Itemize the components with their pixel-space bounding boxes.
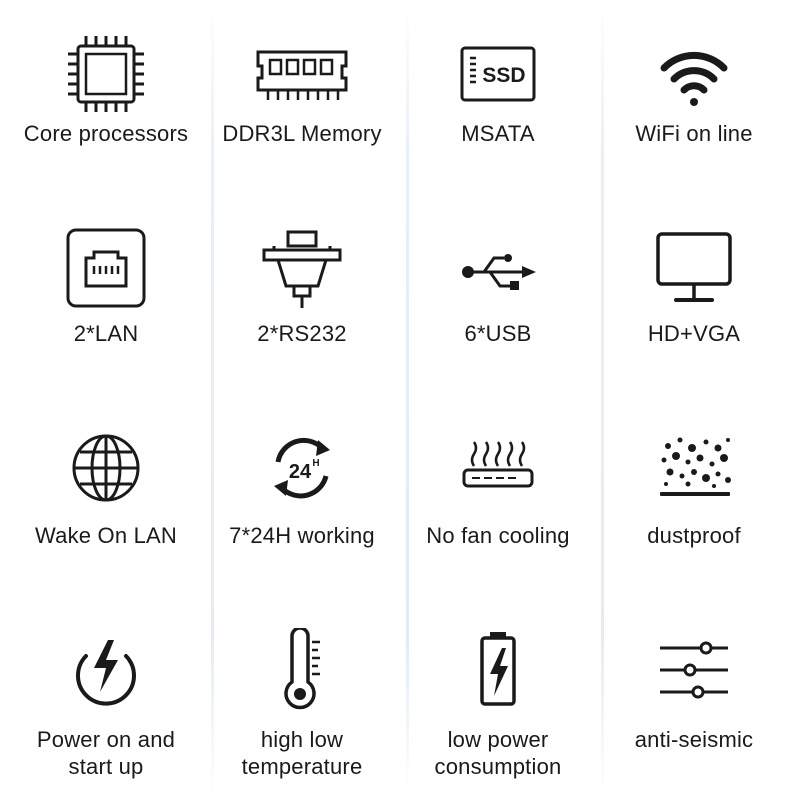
feature-label: WiFi on line (635, 121, 753, 146)
usb-icon (456, 226, 540, 310)
column-divider (211, 0, 214, 800)
feature-7x24h: 24 H 7*24H working (204, 406, 400, 612)
power-flash-icon (64, 628, 148, 712)
feature-label: 2*LAN (73, 321, 139, 346)
24h-icon-text: 24 (289, 461, 312, 483)
feature-label: low power consumption (434, 727, 562, 779)
feature-label: MSATA (461, 121, 535, 146)
feature-label: dustproof (647, 523, 741, 548)
feature-label: DDR3L Memory (222, 121, 382, 146)
column-divider (406, 0, 409, 800)
feature-label: Wake On LAN (35, 523, 177, 548)
24h-icon-sup: H (312, 458, 319, 469)
dust-particles-icon (652, 426, 736, 510)
feature-label: anti-seismic (634, 727, 754, 752)
feature-lan: 2*LAN (8, 204, 204, 406)
monitor-icon (652, 226, 736, 310)
feature-label: Power on and start up (36, 727, 176, 779)
feature-label: HD+VGA (647, 321, 741, 346)
column-divider (601, 0, 604, 800)
ssd-icon-text: SSD (482, 64, 525, 87)
feature-label: 6*USB (464, 321, 532, 346)
feature-core-processors: Core processors (8, 8, 204, 204)
feature-label: No fan cooling (426, 523, 570, 548)
feature-dustproof: dustproof (596, 406, 792, 612)
feature-label: 7*24H working (229, 523, 375, 548)
feature-label: Core processors (23, 121, 189, 146)
ssd-icon: SSD (456, 32, 540, 116)
heatsink-icon (456, 426, 540, 510)
serial-port-icon (260, 226, 344, 310)
24h-cycle-icon: 24 H (260, 426, 344, 510)
wifi-icon (652, 32, 736, 116)
globe-icon (64, 426, 148, 510)
cpu-chip-icon (64, 32, 148, 116)
sliders-icon (652, 628, 736, 712)
thermometer-icon (260, 628, 344, 712)
ram-module-icon (252, 32, 352, 116)
feature-temperature: high low temperature (204, 612, 400, 792)
feature-msata: SSD MSATA (400, 8, 596, 204)
feature-rs232: 2*RS232 (204, 204, 400, 406)
feature-hd-vga: HD+VGA (596, 204, 792, 406)
battery-charge-icon (456, 628, 540, 712)
feature-wake-on-lan: Wake On LAN (8, 406, 204, 612)
feature-usb: 6*USB (400, 204, 596, 406)
feature-label: high low temperature (241, 727, 363, 779)
feature-grid: Core processors DDR3L Memory (8, 8, 792, 792)
feature-label: 2*RS232 (257, 321, 347, 346)
feature-power-on-start: Power on and start up (8, 612, 204, 792)
ethernet-port-icon (64, 226, 148, 310)
feature-anti-seismic: anti-seismic (596, 612, 792, 792)
feature-ddr3l-memory: DDR3L Memory (204, 8, 400, 204)
feature-no-fan-cooling: No fan cooling (400, 406, 596, 612)
feature-wifi: WiFi on line (596, 8, 792, 204)
feature-low-power: low power consumption (400, 612, 596, 792)
